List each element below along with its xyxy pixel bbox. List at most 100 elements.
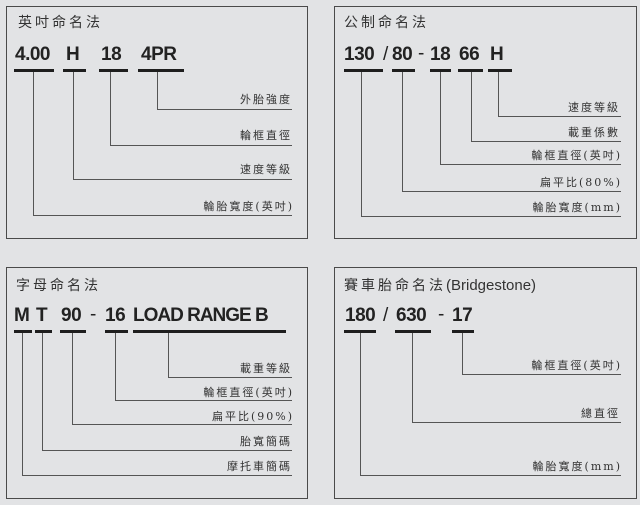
label-motorcycle-code: 摩托車簡碼 [227,460,292,473]
label-load-index: 載重係數 [568,126,620,139]
code-speed: H [66,44,80,65]
leader-line [462,374,621,375]
label-ply-strength: 外胎強度 [240,93,292,106]
leader-line [361,72,362,216]
label-speed-rating: 速度等級 [240,163,292,176]
panel-metric-naming [334,6,637,239]
leader-line [115,333,116,400]
leader-line [471,72,472,141]
underline [35,330,52,333]
label-rim-diameter: 輪框直徑(英吋) [531,149,622,162]
leader-line [22,475,292,476]
leader-line [110,145,292,146]
underline [392,69,415,72]
leader-line [402,191,621,192]
underline [14,330,32,333]
underline [133,330,286,333]
underline [99,69,128,72]
separator: - [438,304,445,325]
label-rim-diameter: 輪框直徑 [240,129,292,142]
leader-line [361,216,621,217]
label-rim-diameter: 輪框直徑(英吋) [203,386,294,399]
underline [452,330,474,333]
leader-line [412,422,621,423]
panel-racing-naming [334,267,637,499]
separator: / [383,305,389,326]
underline [14,69,54,72]
separator: - [90,304,97,325]
label-speed-rating: 速度等級 [568,101,620,114]
underline [63,69,86,72]
code-aspect: 80 [392,44,413,65]
code-overall-diameter: 630 [396,305,427,326]
code-width: 4.00 [15,44,50,65]
code-rim: 18 [430,44,451,65]
code-aspect: 90 [61,305,82,326]
leader-line [110,72,111,145]
code-width: T [36,305,48,326]
leader-line [33,72,34,215]
panel-title: 公制命名法 [344,15,429,31]
leader-line [73,179,292,180]
code-rim: 18 [101,44,122,65]
code-width: 180 [345,305,376,326]
panel-inch-naming [6,6,308,239]
panel-title: 英吋命名法 [18,15,103,31]
leader-line [412,333,413,422]
leader-line [360,475,621,476]
leader-line [72,424,292,425]
code-rim: 16 [105,305,126,326]
leader-line [168,333,169,377]
underline [395,330,431,333]
underline [344,330,376,333]
label-load-range: 載重等級 [240,362,292,375]
separator: / [383,44,389,65]
leader-line [440,72,441,164]
code-speed: H [490,44,504,65]
leader-line [42,333,43,450]
separator: - [418,43,425,64]
panel-title: 賽車胎命名法(Bridgestone) [344,275,536,295]
code-motorcycle: M [14,305,30,326]
label-aspect-ratio: 扁平比(80%) [539,176,622,189]
code-width: 130 [344,44,375,65]
leader-line [157,72,158,109]
panel-title: 字母命名法 [16,278,101,294]
label-rim-diameter: 輪框直徑(英吋) [531,359,622,372]
label-tire-width: 輪胎寬度(mm) [532,460,622,473]
underline [488,69,512,72]
label-tire-width: 輪胎寬度(mm) [532,201,622,214]
leader-line [462,333,463,374]
code-load-range: LOAD RANGE B [133,305,269,326]
leader-line [498,116,621,117]
code-ply: 4PR [141,44,177,65]
panel-title-text: 賽車胎命名法 [344,278,446,294]
leader-line [402,72,403,191]
leader-line [72,333,73,424]
leader-line [22,333,23,475]
underline [138,69,184,72]
leader-line [360,333,361,475]
underline [60,330,86,333]
leader-line [471,141,621,142]
code-load: 66 [459,44,480,65]
underline [344,69,383,72]
leader-line [42,450,292,451]
label-tire-width: 輪胎寬度(英吋) [203,200,294,213]
label-overall-diameter: 總直徑 [581,407,620,420]
leader-line [440,164,621,165]
underline [105,330,128,333]
label-aspect-ratio: 扁平比(90%) [211,410,294,423]
leader-line [115,400,292,401]
leader-line [157,109,292,110]
code-rim: 17 [452,305,473,326]
underline [458,69,483,72]
leader-line [33,215,292,216]
panel-title-brand: (Bridgestone) [446,277,537,294]
underline [430,69,451,72]
leader-line [498,72,499,116]
label-width-code: 胎寬簡碼 [240,435,292,448]
panel-letter-naming [6,267,308,499]
leader-line [168,377,292,378]
leader-line [73,72,74,179]
